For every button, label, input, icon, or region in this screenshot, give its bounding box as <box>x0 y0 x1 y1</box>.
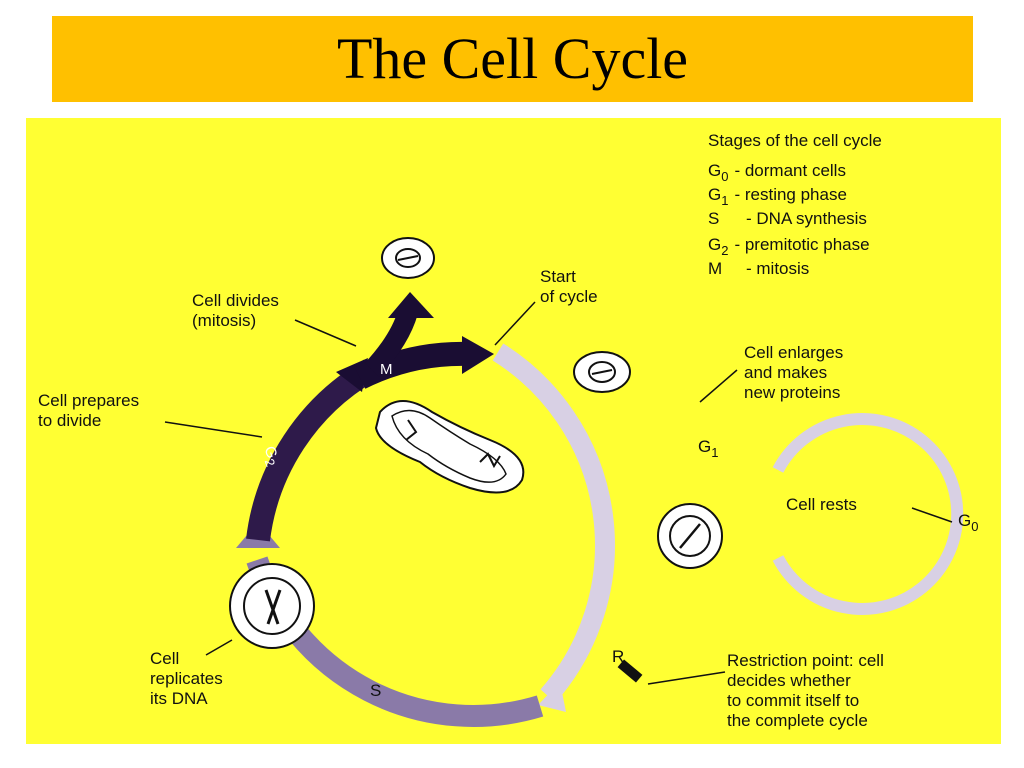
prepares-label-line2: to divide <box>38 411 101 430</box>
phase-m-label: M <box>380 361 393 378</box>
g1-cell-icon <box>573 351 631 393</box>
divides-leader-line <box>294 319 357 347</box>
prepares-label-line1: Cell prepares <box>38 391 139 410</box>
restriction-leader-line <box>647 671 726 685</box>
rests-leader-line <box>911 507 953 523</box>
m-arrowhead <box>462 336 494 374</box>
legend-item-m: M- mitosis <box>708 259 809 278</box>
division-arrowhead <box>388 292 434 318</box>
replicates-leader-line <box>205 639 233 656</box>
title-bar: The Cell Cycle <box>52 16 973 102</box>
restriction-label-line4: the complete cycle <box>727 711 868 730</box>
legend-item-g0: G0- dormant cells <box>708 161 846 184</box>
legend: Stages of the cell cycle G0- dormant cel… <box>708 131 882 278</box>
replicates-label-line1: Cell <box>150 649 179 668</box>
restriction-label-line3: to commit itself to <box>727 691 859 710</box>
replicating-cell-icon <box>229 563 315 649</box>
enlarges-leader-line <box>699 369 738 403</box>
divides-label-line2: (mitosis) <box>192 311 256 330</box>
phase-g1-label: G1 <box>698 437 718 460</box>
replicates-label-line2: replicates <box>150 669 223 688</box>
phase-r-label: R <box>612 647 624 666</box>
enlarged-cell-icon <box>657 503 723 569</box>
phase-g0-label: G0 <box>958 511 978 534</box>
g1-arrowhead <box>538 682 566 712</box>
legend-item-s: S- DNA synthesis <box>708 209 867 228</box>
g0-loop-arc <box>772 413 964 615</box>
rests-label: Cell rests <box>786 495 857 514</box>
enlarges-label-line3: new proteins <box>744 383 840 402</box>
phase-s-label: S <box>370 681 381 700</box>
g1-phase-arc <box>492 343 615 703</box>
legend-heading: Stages of the cell cycle <box>708 131 882 150</box>
phase-g2-label: G2 <box>258 444 283 469</box>
restriction-label-line1: Restriction point: cell <box>727 651 884 670</box>
enlarges-label-line2: and makes <box>744 363 827 382</box>
replicates-label-line3: its DNA <box>150 689 208 708</box>
start-leader-line <box>494 301 536 346</box>
daughter-cell-icon <box>381 237 435 279</box>
slide-title: The Cell Cycle <box>336 26 689 91</box>
prepares-leader-line <box>164 421 263 438</box>
start-label-line1: Start <box>540 267 576 286</box>
legend-item-g2: G2- premitotic phase <box>708 235 870 258</box>
restriction-point-marker <box>617 659 643 683</box>
m-phase-arc <box>354 341 471 389</box>
restriction-label-line2: decides whether <box>727 671 851 690</box>
diagram-panel <box>26 118 1001 744</box>
g2-phase-arc <box>246 359 377 542</box>
enlarges-label-line1: Cell enlarges <box>744 343 843 362</box>
dividing-cell-icon <box>374 400 525 494</box>
start-label-line2: of cycle <box>540 287 598 306</box>
divides-label-line1: Cell divides <box>192 291 279 310</box>
legend-item-g1: G1- resting phase <box>708 185 847 208</box>
